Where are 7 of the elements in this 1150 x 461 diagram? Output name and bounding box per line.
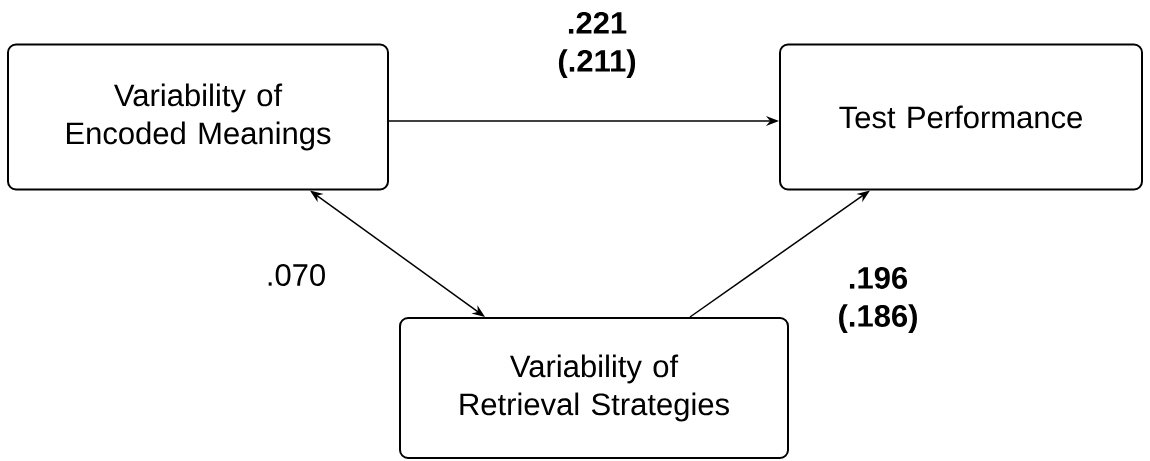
edge-label: .196 (.186) (839, 266, 917, 334)
process-box: Variability of Encoded Meanings (7, 43, 389, 191)
process-box: Variability of Retrieval Strategies (399, 317, 789, 459)
arrow (689, 190, 870, 318)
edge-label: .070 (268, 264, 325, 286)
edge-label: .221 (.211) (558, 11, 636, 79)
process-box: Test Performance (779, 43, 1143, 191)
